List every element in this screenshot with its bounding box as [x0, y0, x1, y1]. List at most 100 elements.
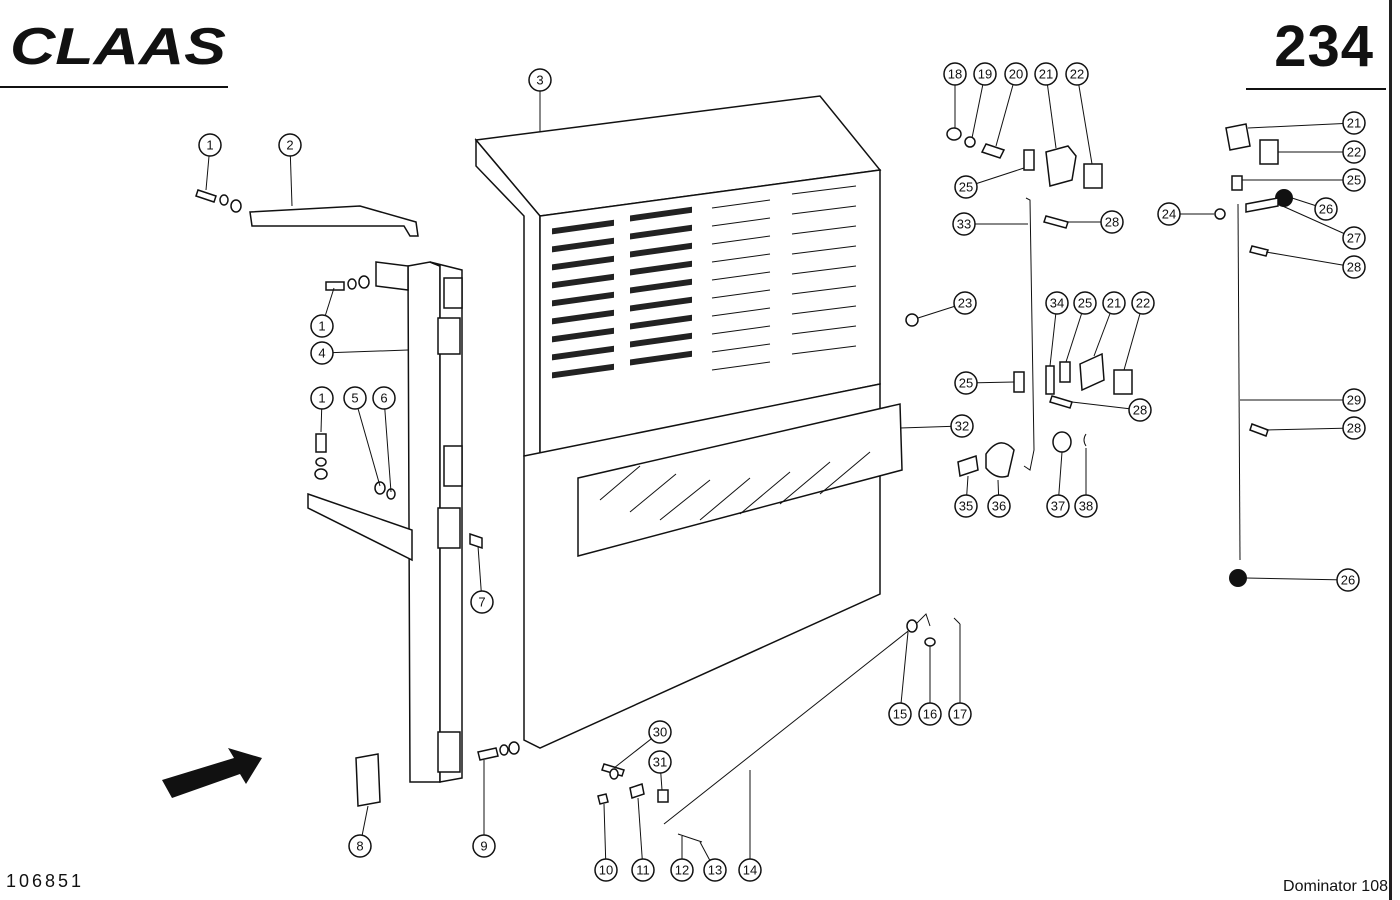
part-clip-38 — [1083, 433, 1087, 447]
callout-circle — [1065, 62, 1089, 86]
callout-circle — [1074, 494, 1098, 518]
callout-number: 29 — [1347, 393, 1361, 408]
leader-c4 — [321, 349, 409, 354]
callout-circle — [1342, 416, 1366, 440]
leader-c5 — [354, 397, 381, 487]
callout-c17: 17 — [948, 702, 972, 726]
part-clip-10 — [597, 793, 609, 805]
callout-c38: 38 — [1074, 494, 1098, 518]
callout-circle — [631, 858, 655, 882]
callout-circle — [348, 834, 372, 858]
page-border — [1389, 0, 1392, 900]
part-spring-25c — [1059, 361, 1071, 383]
callout-circle — [738, 858, 762, 882]
callout-circle — [528, 68, 552, 92]
callout-c7: 7 — [470, 590, 494, 614]
callout-c21c: 21 — [1342, 111, 1366, 135]
callout-number: 8 — [356, 839, 363, 854]
part-bracket-lower — [307, 492, 413, 562]
callout-c15: 15 — [888, 702, 912, 726]
part-bolt-1b — [325, 281, 345, 291]
callout-circle — [1073, 291, 1097, 315]
callout-c21a: 21 — [1034, 62, 1058, 86]
callout-circle — [1157, 202, 1181, 226]
part-latch-21c — [1225, 123, 1251, 151]
part-washer-9 — [499, 744, 509, 756]
part-rod-33 — [1023, 197, 1035, 471]
part-washer-1b — [347, 278, 357, 290]
callout-number: 32 — [955, 419, 969, 434]
callout-c6: 6 — [372, 386, 396, 410]
callout-number: 1 — [318, 391, 325, 406]
window-hatching — [599, 451, 871, 521]
part-nut-1a — [230, 199, 242, 213]
part-nut-9 — [508, 741, 520, 755]
part-spring-25b — [1013, 371, 1025, 393]
part-bolt-1a — [195, 189, 217, 203]
part-pin-34 — [1045, 365, 1055, 395]
callout-number: 20 — [1009, 67, 1023, 82]
drawing-number: 106851 — [6, 871, 85, 891]
callout-c25c: 25 — [954, 371, 978, 395]
callout-number: 24 — [1162, 207, 1176, 222]
callout-number: 31 — [653, 755, 667, 770]
callout-number: 28 — [1347, 260, 1361, 275]
callout-c8: 8 — [348, 834, 372, 858]
part-spring-25d — [1231, 175, 1243, 191]
header-rule-left — [0, 86, 228, 88]
callout-c20: 20 — [1004, 62, 1028, 86]
part-plate-22c — [1259, 139, 1279, 165]
callout-c31: 31 — [648, 750, 672, 774]
callout-circle — [1342, 226, 1366, 250]
part-pin-28a — [1043, 215, 1069, 229]
part-hinge-mid — [443, 445, 463, 487]
callout-number: 28 — [1133, 403, 1147, 418]
part-pin-7 — [469, 532, 483, 550]
model-name: Dominator 108 — [1283, 878, 1388, 895]
part-post-4-top — [375, 261, 409, 291]
part-pin-28c — [1249, 245, 1269, 257]
callout-circle — [953, 291, 977, 315]
leader-c11 — [637, 797, 644, 871]
callout-c29: 29 — [1342, 388, 1366, 412]
callout-c32: 32 — [950, 414, 974, 438]
callout-number: 4 — [318, 346, 325, 361]
part-window-32 — [577, 403, 903, 557]
callout-number: 15 — [893, 707, 907, 722]
callout-c22b: 22 — [1131, 291, 1155, 315]
leader-c21c — [1247, 122, 1355, 129]
callout-c28a: 28 — [1100, 210, 1124, 234]
part-pin-9 — [477, 747, 499, 761]
callout-circle — [1046, 494, 1070, 518]
leader-c21a — [1045, 73, 1057, 149]
part-bushing-35 — [957, 455, 979, 477]
leader-c6 — [383, 397, 392, 493]
part-washer-19 — [964, 136, 976, 148]
callout-c28c: 28 — [1342, 255, 1366, 279]
part-plate-22a — [1083, 163, 1103, 189]
callout-circle — [648, 720, 672, 744]
callout-c5: 5 — [343, 386, 367, 410]
part-plate-22b — [1113, 369, 1133, 395]
callout-circle — [888, 702, 912, 726]
callout-c16: 16 — [918, 702, 942, 726]
callout-circle — [948, 702, 972, 726]
part-washer-1c — [315, 457, 327, 467]
callout-number: 37 — [1051, 499, 1065, 514]
callout-circle — [1045, 291, 1069, 315]
part-pin-28b — [1049, 395, 1073, 409]
callout-c1b: 1 — [310, 314, 334, 338]
part-washer-1a — [219, 194, 229, 206]
part-hinge-c — [437, 731, 461, 773]
callout-number: 22 — [1136, 296, 1150, 311]
callout-circle — [310, 314, 334, 338]
callout-circle — [1342, 168, 1366, 192]
leader-c15 — [899, 631, 909, 715]
panel-louvers — [552, 206, 692, 379]
callout-number: 25 — [959, 376, 973, 391]
callout-number: 21 — [1107, 296, 1121, 311]
callout-circle — [1342, 111, 1366, 135]
callout-circle — [278, 133, 302, 157]
callout-number: 25 — [1347, 173, 1361, 188]
callout-number: 26 — [1341, 573, 1355, 588]
